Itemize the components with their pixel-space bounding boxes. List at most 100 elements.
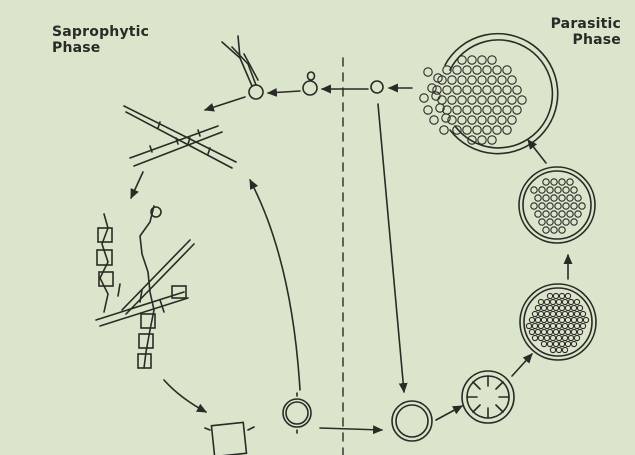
endospore [488,76,496,84]
cleavage-cell [580,311,585,316]
cleavage-cell [532,335,537,340]
endospore-top [371,81,383,93]
cleavage-cell [529,329,534,334]
endospore [547,187,553,193]
endospore [488,56,496,64]
endospore [535,195,541,201]
endospore [543,227,549,233]
cleavage-cell [571,341,576,346]
endospore [463,66,471,74]
endospore-spherule [519,167,595,243]
cleavage-cell [559,329,564,334]
endospore [453,86,461,94]
endospore [438,96,446,104]
endospore [508,96,516,104]
endospore [493,66,501,74]
cleavage-cell [544,323,549,328]
endospore [503,126,511,134]
arrow-germinating-to-mycelium [205,97,245,110]
endospore [531,187,537,193]
endospore [559,211,565,217]
cleavage-cell [562,347,567,352]
endospore [478,76,486,84]
arrow-hyphae-to-arthroconidia [131,172,143,198]
released-endospore [420,94,428,102]
cleavage-cell [535,317,540,322]
endospore [478,116,486,124]
endospore [433,86,441,94]
endospore [473,86,481,94]
cleavage-cell [541,329,546,334]
endospore [567,195,573,201]
cleavage-cell [538,335,543,340]
budding-spore [303,72,317,95]
cleavage-cell [544,311,549,316]
cleavage-cell [532,311,537,316]
endospore [458,116,466,124]
endospore [503,66,511,74]
cleavage-cell [550,335,555,340]
cleavage-cell [583,317,588,322]
cleavage-cell [550,347,555,352]
cleavage-cell [571,305,576,310]
endospore [539,219,545,225]
arrow-rounding-to-young-spherule [320,428,382,430]
endospore [488,116,496,124]
arthroconidium-cell [205,422,254,455]
arrow-return-to-hyphae [250,180,300,390]
cleavage-cell [559,341,564,346]
arrow-young-to-segmenting [436,406,462,420]
cleavage-cell [535,329,540,334]
cleaved-spherule [520,284,596,360]
cleavage-cell [577,329,582,334]
young-spherule [392,401,432,441]
endospore [483,86,491,94]
cleavage-cell [565,293,570,298]
endospore [478,136,486,144]
endospore [503,106,511,114]
cleavage-cell [547,329,552,334]
endospore [493,126,501,134]
endospore [463,86,471,94]
cleavage-cell [541,341,546,346]
cleavage-cell [556,299,561,304]
endospore [555,219,561,225]
cleavage-cell [568,311,573,316]
cleavage-cell [541,317,546,322]
released-endospore [424,68,432,76]
cleavage-cell [568,323,573,328]
cleavage-cell [571,317,576,322]
endospore [563,219,569,225]
endospore [483,106,491,114]
cleavage-cell [565,329,570,334]
endospore [468,96,476,104]
arrow-segmenting-to-cleaved [512,354,532,376]
endospore [498,76,506,84]
cleavage-cell [556,335,561,340]
endospore [508,76,516,84]
endospore [473,126,481,134]
cleavage-cell [553,341,558,346]
endospore [493,86,501,94]
arthroconidia-chains [96,206,194,368]
endospore [513,86,521,94]
endospore [458,96,466,104]
endospore [571,219,577,225]
cleavage-cell [565,341,570,346]
cleavage-cell [535,305,540,310]
endospore [453,106,461,114]
endospore [547,203,553,209]
germinating-hypha [222,36,263,99]
released-endospore [432,92,440,100]
cleavage-cell [562,299,567,304]
endospore [473,66,481,74]
endospore [468,76,476,84]
endospore [493,106,501,114]
endospore [458,56,466,64]
cleavage-cell [544,335,549,340]
endospore [468,116,476,124]
endospore [518,96,526,104]
released-endospore [428,84,436,92]
cleavage-cell [541,305,546,310]
